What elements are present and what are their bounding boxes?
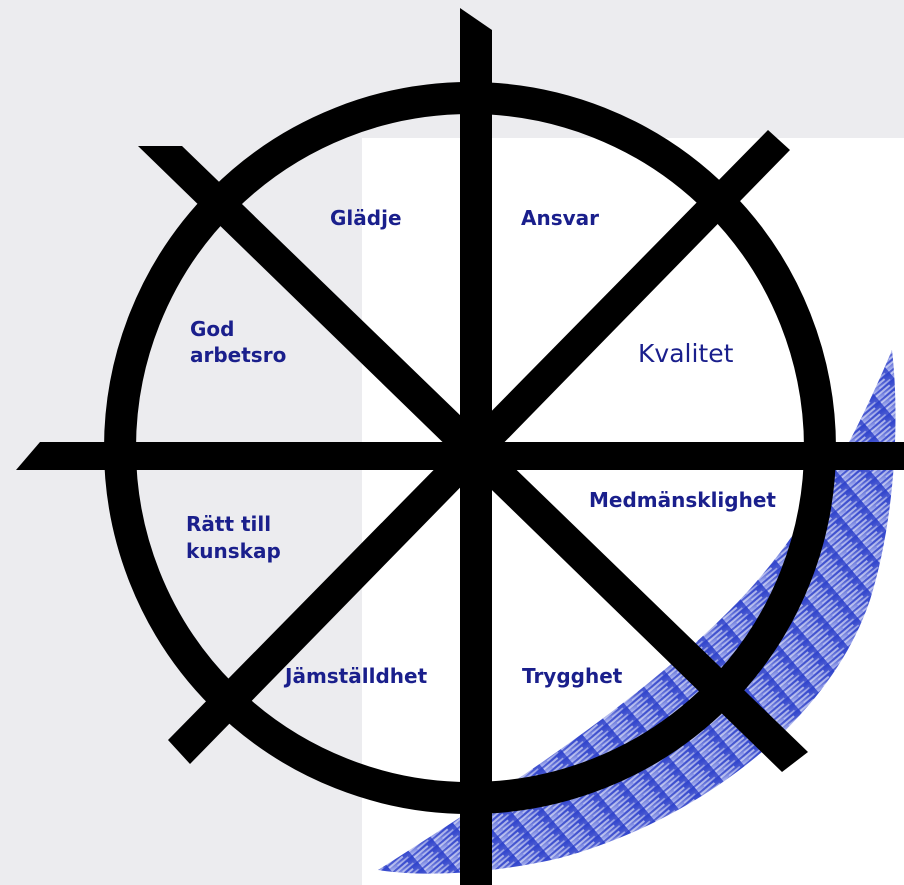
label-medmansklighet: Medmänsklighet [589, 488, 776, 512]
label-jamstalldhet: Jämställdhet [283, 664, 428, 688]
label-trygghet: Trygghet [522, 664, 623, 688]
label-ansvar: Ansvar [521, 206, 599, 230]
label-kvalitet: Kvalitet [638, 339, 734, 368]
label-ratt-till-kunskap: Rätt till kunskap [186, 512, 281, 563]
label-god-arbetsro: God arbetsro [190, 317, 286, 367]
label-gladje: Glädje [330, 206, 402, 230]
